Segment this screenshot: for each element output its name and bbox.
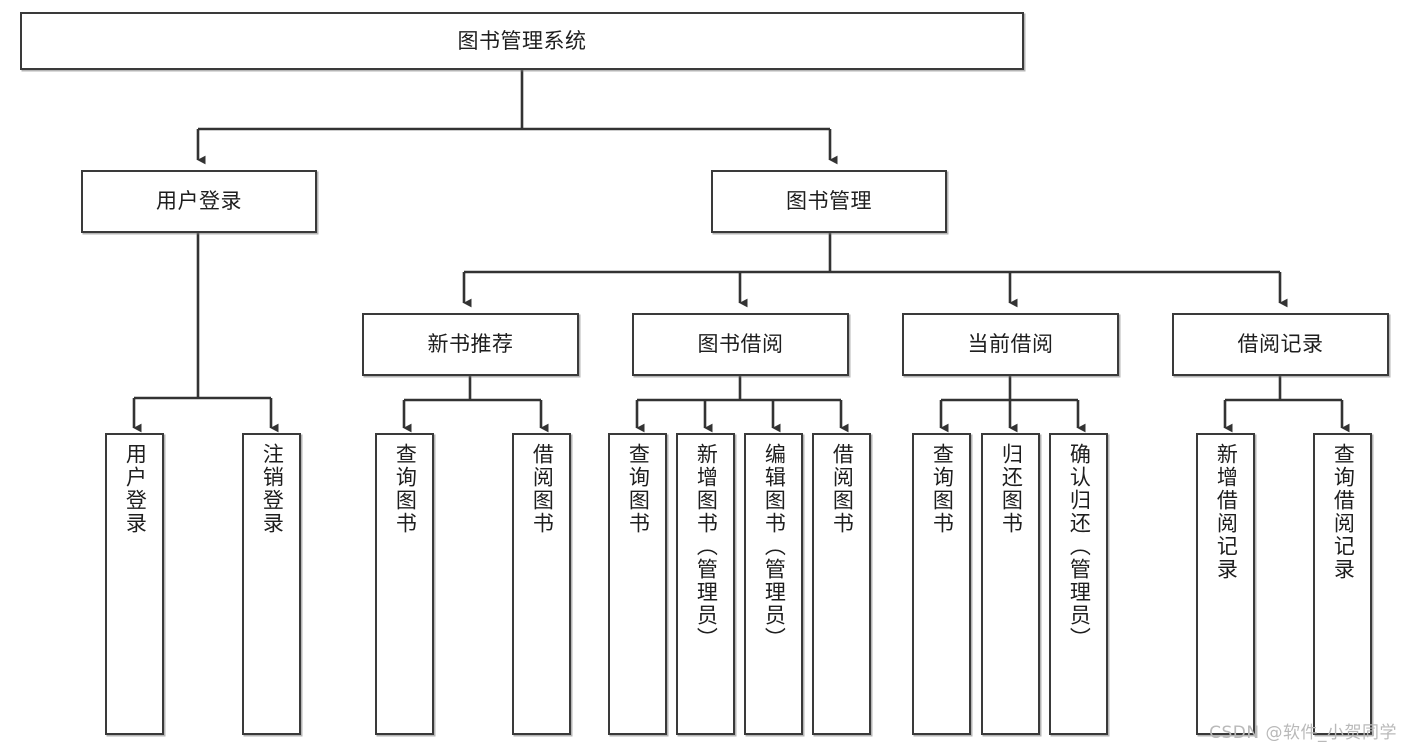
node-current-borrow-label: 当前借阅 <box>967 332 1054 357</box>
node-leaf-query-book-1[interactable]: 查询图书 <box>375 433 434 735</box>
node-user-login[interactable]: 用户登录 <box>81 170 317 233</box>
node-book-borrow-label: 图书借阅 <box>697 332 784 357</box>
node-leaf-query-book-1-label: 查询图书 <box>393 443 418 535</box>
node-leaf-edit-book-label: 编辑图书（管理员） <box>762 443 787 650</box>
node-leaf-query-record-label: 查询借阅记录 <box>1331 443 1356 581</box>
node-leaf-confirm-return-label: 确认归还（管理员） <box>1067 443 1092 650</box>
node-leaf-edit-book[interactable]: 编辑图书（管理员） <box>744 433 803 735</box>
node-book-manage[interactable]: 图书管理 <box>711 170 947 233</box>
node-leaf-query-record[interactable]: 查询借阅记录 <box>1313 433 1372 735</box>
node-leaf-borrow-book-2-label: 借阅图书 <box>830 443 855 535</box>
node-leaf-return-book-label: 归还图书 <box>999 443 1024 535</box>
node-root-label: 图书管理系统 <box>457 28 587 53</box>
node-leaf-add-record-label: 新增借阅记录 <box>1214 443 1239 581</box>
node-leaf-borrow-book-1[interactable]: 借阅图书 <box>512 433 571 735</box>
node-leaf-add-book[interactable]: 新增图书（管理员） <box>676 433 735 735</box>
node-book-manage-label: 图书管理 <box>786 189 872 214</box>
node-leaf-add-record[interactable]: 新增借阅记录 <box>1196 433 1255 735</box>
node-leaf-user-login[interactable]: 用户登录 <box>105 433 164 735</box>
watermark: CSDN @软件_小贺同学 <box>1209 723 1397 743</box>
node-leaf-add-book-label: 新增图书（管理员） <box>694 443 719 650</box>
node-root[interactable]: 图书管理系统 <box>20 12 1024 70</box>
node-leaf-query-book-3-label: 查询图书 <box>930 443 955 535</box>
node-leaf-borrow-book-2[interactable]: 借阅图书 <box>812 433 871 735</box>
node-borrow-record-label: 借阅记录 <box>1237 332 1324 357</box>
node-new-book-recommend[interactable]: 新书推荐 <box>362 313 579 376</box>
node-leaf-confirm-return[interactable]: 确认归还（管理员） <box>1049 433 1108 735</box>
node-leaf-query-book-2-label: 查询图书 <box>626 443 651 535</box>
node-leaf-user-login-label: 用户登录 <box>123 443 148 535</box>
node-leaf-query-book-3[interactable]: 查询图书 <box>912 433 971 735</box>
node-leaf-query-book-2[interactable]: 查询图书 <box>608 433 667 735</box>
node-leaf-user-logout[interactable]: 注销登录 <box>242 433 301 735</box>
node-new-book-recommend-label: 新书推荐 <box>427 332 514 357</box>
node-leaf-user-logout-label: 注销登录 <box>260 443 285 535</box>
node-borrow-record[interactable]: 借阅记录 <box>1172 313 1389 376</box>
node-current-borrow[interactable]: 当前借阅 <box>902 313 1119 376</box>
node-leaf-borrow-book-1-label: 借阅图书 <box>530 443 555 535</box>
node-user-login-label: 用户登录 <box>156 189 242 214</box>
node-book-borrow[interactable]: 图书借阅 <box>632 313 849 376</box>
node-leaf-return-book[interactable]: 归还图书 <box>981 433 1040 735</box>
